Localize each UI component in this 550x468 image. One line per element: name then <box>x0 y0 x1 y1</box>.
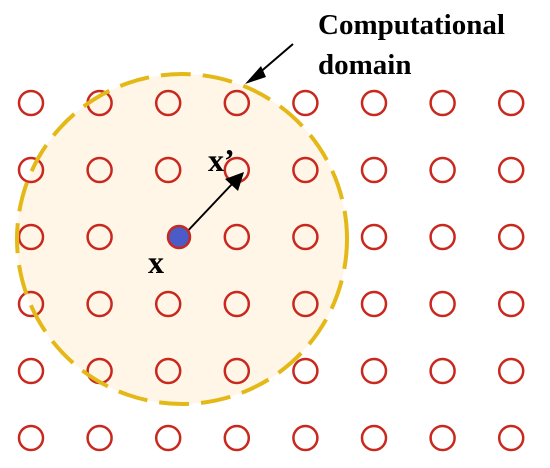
grid-particle <box>223 89 251 117</box>
grid-particle <box>86 290 113 318</box>
grid-particle <box>223 290 251 318</box>
grid-particle <box>360 424 388 452</box>
computational-domain-boundary <box>15 72 349 406</box>
computational-domain-label-2: domain <box>318 49 411 81</box>
grid-particle <box>17 290 45 318</box>
grid-particle <box>292 290 319 318</box>
grid-particle <box>429 156 456 184</box>
relative-vector-arrowhead <box>225 172 244 191</box>
grid-particle <box>360 89 388 117</box>
computational-domain-label: Computational <box>318 9 505 41</box>
grid-particle <box>223 357 251 385</box>
grid-particle <box>429 424 456 452</box>
relative-vector-line <box>181 182 234 238</box>
grid-particle <box>154 357 182 385</box>
grid-particle <box>292 424 319 452</box>
grid-particle <box>360 357 388 385</box>
grid-particle <box>360 156 388 184</box>
grid-particle <box>429 89 456 117</box>
grid-particle <box>292 156 319 184</box>
grid-particle <box>429 290 456 318</box>
grid-particle <box>154 89 182 117</box>
grid-particle <box>360 290 388 318</box>
grid-particle <box>497 89 525 117</box>
grid-particle <box>17 424 45 452</box>
grid-particle <box>17 89 45 117</box>
grid-particle <box>429 223 456 251</box>
grid-particle <box>154 290 182 318</box>
grid-particle <box>497 290 525 318</box>
grid-particle <box>360 223 388 251</box>
grid-particle <box>292 357 319 385</box>
grid-particle <box>154 424 182 452</box>
grid-particle <box>497 223 525 251</box>
grid-particle <box>429 357 456 385</box>
grid-particle <box>497 424 525 452</box>
grid-particle <box>497 357 525 385</box>
grid-particle <box>223 223 251 251</box>
particle-grid <box>17 89 525 452</box>
grid-particle <box>17 156 45 184</box>
center-particle <box>166 224 192 250</box>
grid-particle <box>292 89 319 117</box>
grid-particle <box>86 223 113 251</box>
grid-particle <box>86 156 113 184</box>
grid-particle <box>497 156 525 184</box>
grid-particle <box>223 424 251 452</box>
grid-particle <box>154 156 182 184</box>
grid-particle <box>17 357 45 385</box>
x-label: x <box>148 244 164 280</box>
domain-pointer-arrowhead <box>245 66 266 84</box>
grid-particle <box>292 223 319 251</box>
x-prime-label: x’ <box>208 142 235 178</box>
domain-pointer-line <box>257 43 294 75</box>
grid-particle <box>86 424 113 452</box>
